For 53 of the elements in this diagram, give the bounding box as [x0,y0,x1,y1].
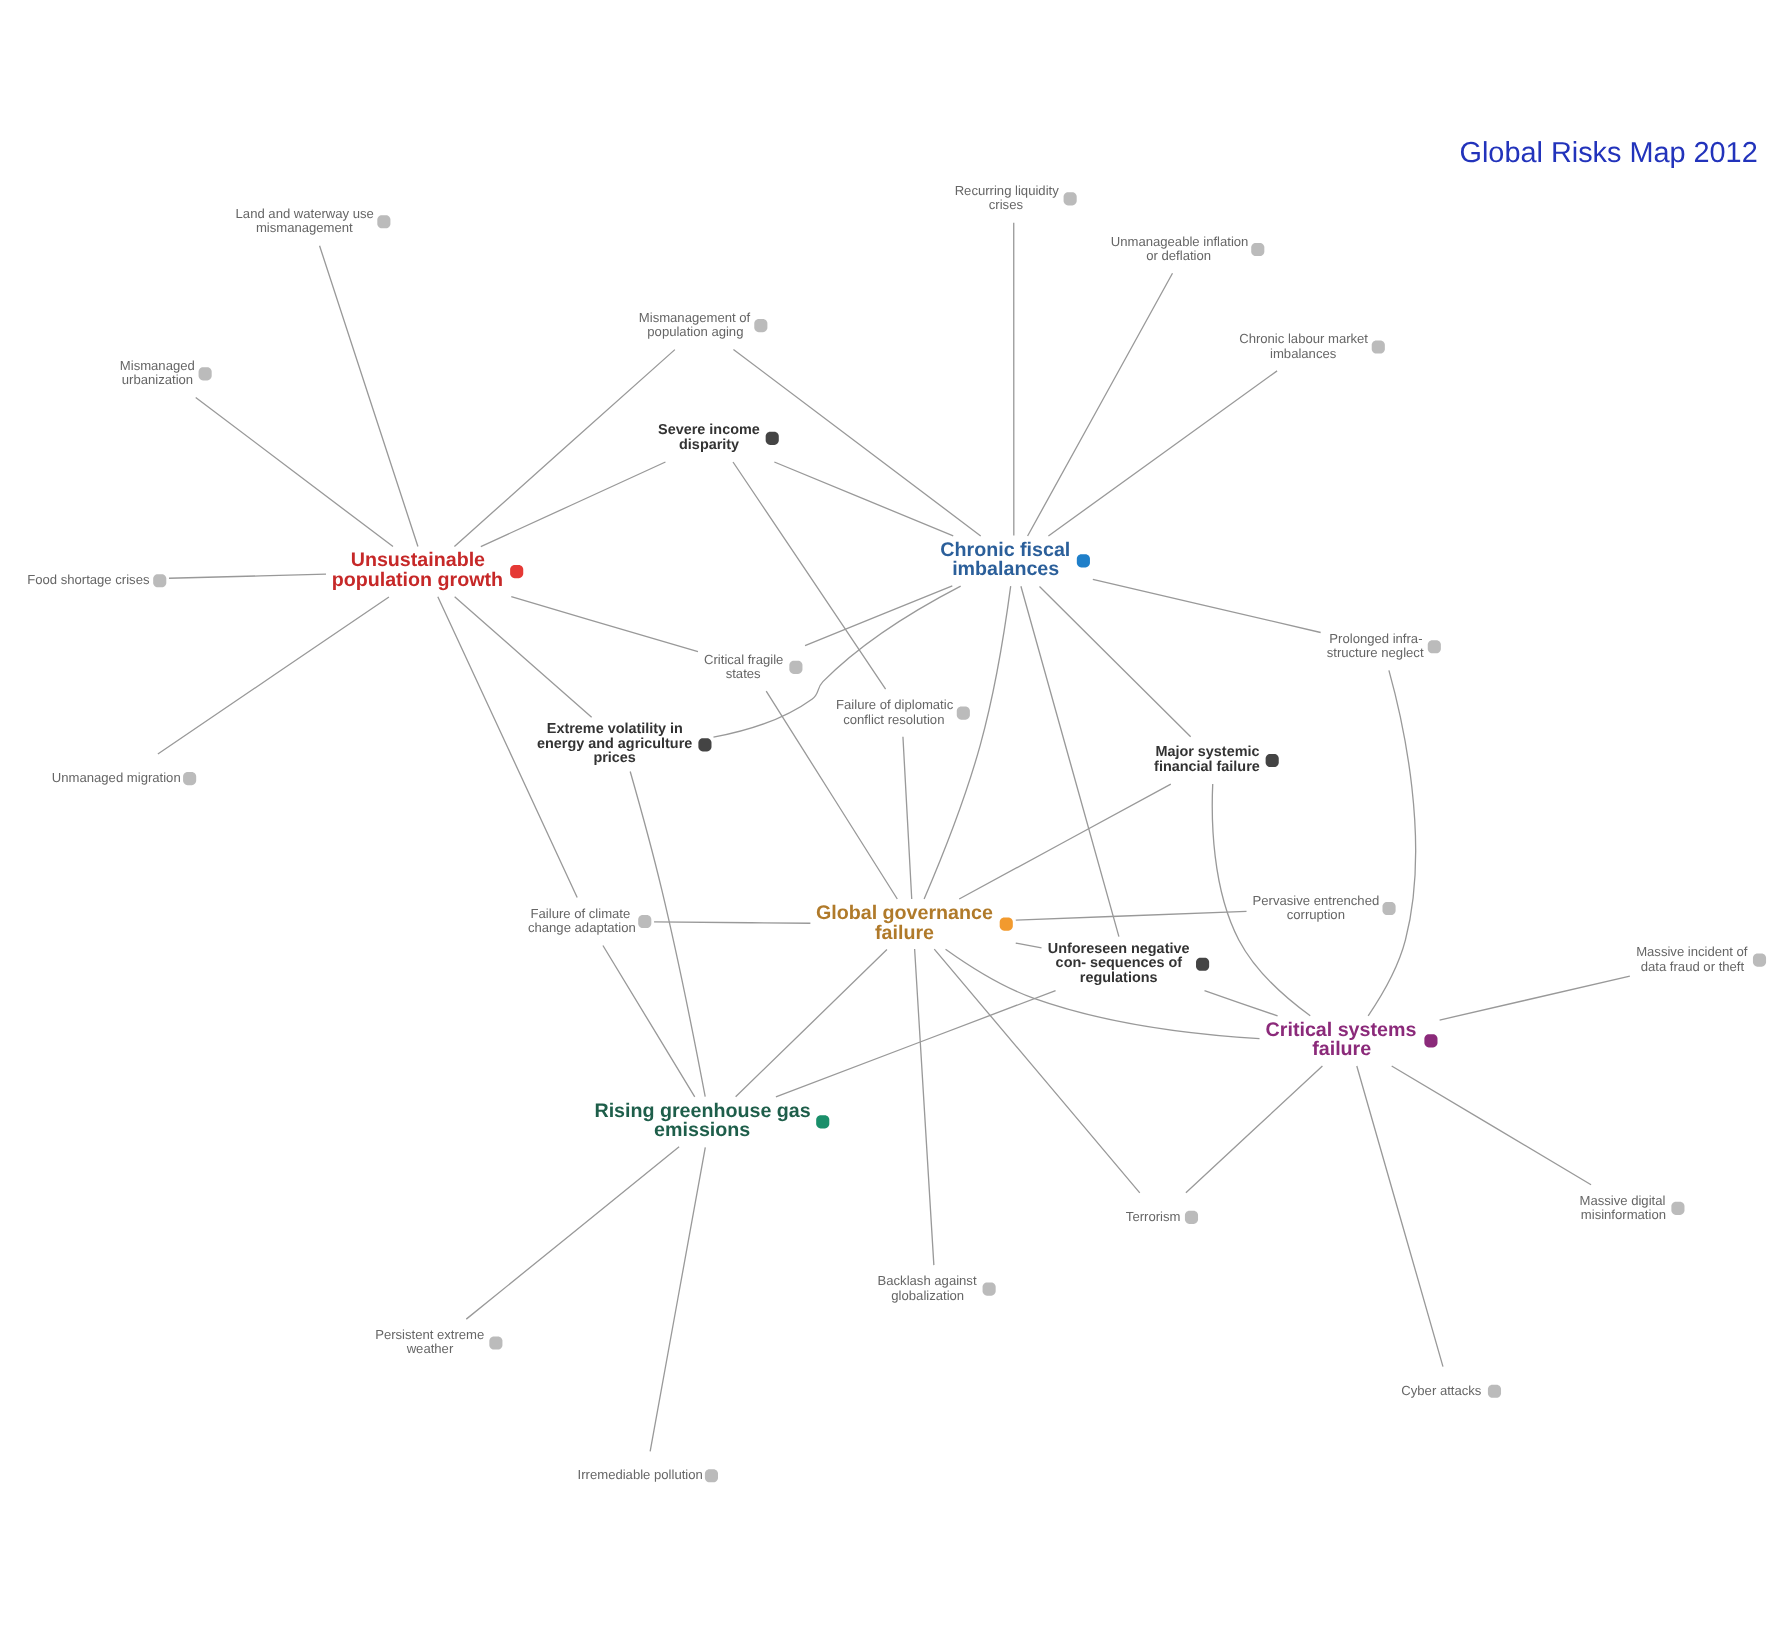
connector [902,736,913,900]
connector [157,596,390,755]
connector [923,585,1012,900]
node-label: Chronic fiscal imbalances [940,539,1071,582]
diagram-title: Global Risks Map 2012 [1459,137,1758,170]
connector [1026,272,1174,537]
connector [510,596,699,653]
connector [1356,1065,1444,1368]
connector [649,1146,706,1452]
connector [1047,370,1278,537]
connector [775,989,1057,1098]
node-label: Unforeseen negative con- sequences of regulations [1047,938,1190,986]
connector [944,948,1261,1040]
connector [480,461,667,548]
connector [1367,669,1417,1017]
connector [1015,910,1248,921]
connector [773,461,954,537]
connector [168,573,327,579]
connector [734,948,888,1098]
node-label: Global governance failure [816,902,993,945]
connector [453,348,676,548]
node-label: Major systemic financial failure [1154,742,1260,775]
connector [465,1146,680,1320]
connector [1211,783,1311,1017]
connector [732,461,887,690]
connector [1185,1065,1324,1194]
connector [602,944,696,1098]
connector [913,948,935,1266]
connector [765,690,898,900]
connector [1203,990,1279,1017]
connector [629,770,706,1098]
connector [1391,1065,1592,1186]
connector [454,596,593,718]
connector [195,396,394,548]
connector [1092,578,1322,634]
connector [1015,942,1043,949]
node-label: Unsustainable population growth [331,550,504,593]
connector [1038,585,1192,738]
connector [712,585,962,738]
connector [1013,222,1015,537]
connector [732,348,982,537]
connector [958,783,1172,900]
connector [653,921,812,924]
connector [804,585,953,647]
connector [1020,585,1120,938]
node-label: Extreme volatility in energy and agriculture prices [536,719,693,767]
connector [933,948,1141,1194]
connector [318,245,419,548]
node-label: Rising greenhouse gas emissions [594,1100,811,1143]
node-label: Critical systems failure [1265,1019,1417,1062]
node-label: Severe income disparity [658,420,760,453]
connector [437,596,578,899]
connector [1438,975,1631,1021]
